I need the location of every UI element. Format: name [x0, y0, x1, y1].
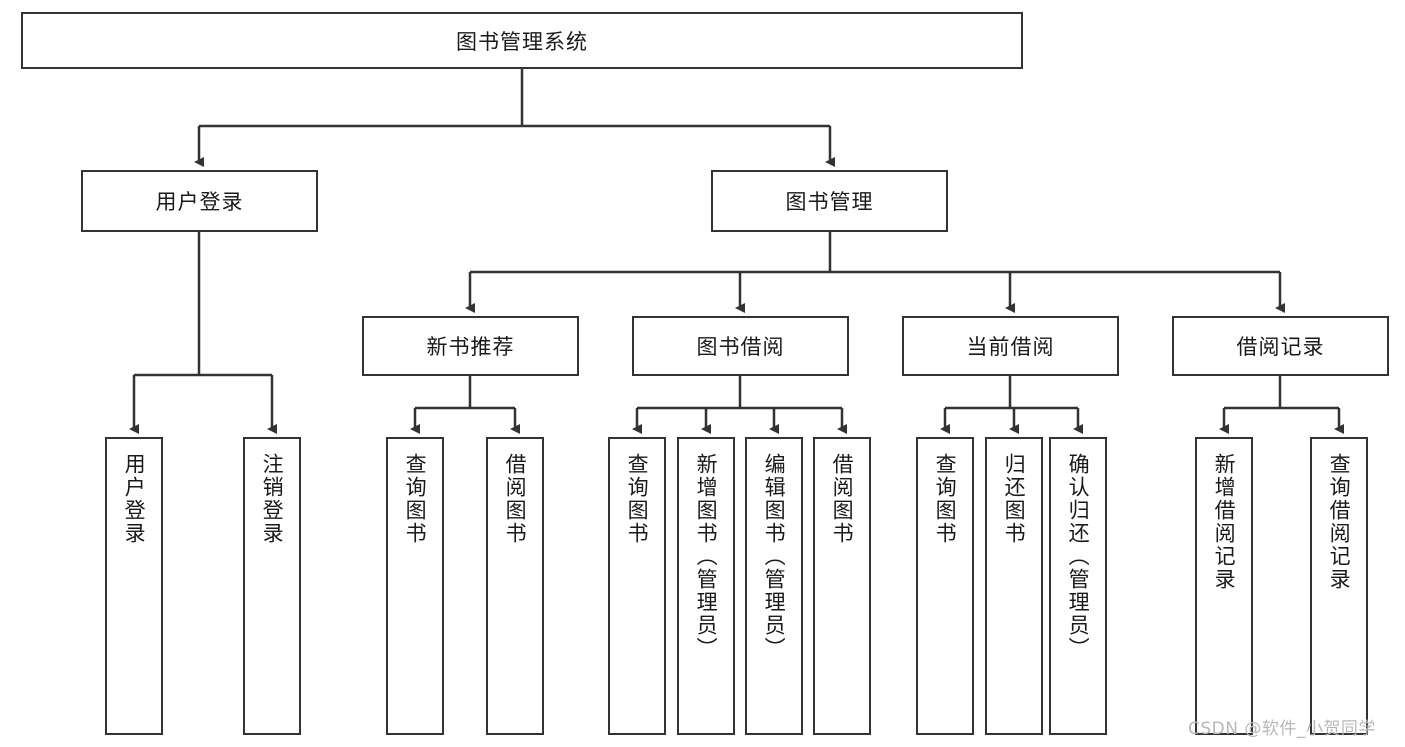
node-leaf-borrow-book-label: 借阅图书 — [830, 453, 855, 545]
node-leaf-confirm-return-label: 确认归还（管理员） — [1066, 453, 1091, 660]
node-user-login-label: 用户登录 — [155, 190, 244, 214]
watermark-text: CSDN @软件_小贺同学 — [1188, 719, 1376, 739]
node-user-login[interactable]: 用户登录 — [81, 170, 318, 232]
node-root[interactable]: 图书管理系统 — [21, 12, 1023, 69]
node-leaf-edit-book[interactable]: 编辑图书（管理员） — [745, 437, 803, 735]
node-leaf-return-book[interactable]: 归还图书 — [985, 437, 1043, 735]
node-leaf-borrow-book-rec[interactable]: 借阅图书 — [486, 437, 544, 735]
node-leaf-user-login-label: 用户登录 — [122, 453, 147, 545]
node-leaf-query-record-label: 查询借阅记录 — [1327, 453, 1352, 591]
node-leaf-user-logout-label: 注销登录 — [260, 453, 285, 545]
node-leaf-query-book-cur-label: 查询图书 — [933, 453, 958, 545]
node-leaf-borrow-book[interactable]: 借阅图书 — [813, 437, 871, 735]
node-leaf-query-book-rec[interactable]: 查询图书 — [386, 437, 444, 735]
node-borrow-record[interactable]: 借阅记录 — [1172, 316, 1389, 376]
node-book-borrow[interactable]: 图书借阅 — [632, 316, 849, 376]
node-book-manage[interactable]: 图书管理 — [711, 170, 948, 232]
node-leaf-query-record[interactable]: 查询借阅记录 — [1310, 437, 1368, 735]
node-leaf-borrow-book-rec-label: 借阅图书 — [503, 453, 528, 545]
node-current-borrow-label: 当前借阅 — [966, 335, 1055, 359]
node-current-borrow[interactable]: 当前借阅 — [902, 316, 1119, 376]
node-leaf-add-record-label: 新增借阅记录 — [1212, 453, 1237, 591]
node-leaf-return-book-label: 归还图书 — [1002, 453, 1027, 545]
node-leaf-query-book-borrow-label: 查询图书 — [625, 453, 650, 545]
node-root-label: 图书管理系统 — [456, 29, 588, 54]
node-leaf-user-login[interactable]: 用户登录 — [105, 437, 163, 735]
node-leaf-query-book-rec-label: 查询图书 — [403, 453, 428, 545]
node-leaf-user-logout[interactable]: 注销登录 — [243, 437, 301, 735]
node-leaf-confirm-return[interactable]: 确认归还（管理员） — [1049, 437, 1107, 735]
node-leaf-add-book[interactable]: 新增图书（管理员） — [677, 437, 735, 735]
node-leaf-query-book-cur[interactable]: 查询图书 — [916, 437, 974, 735]
node-leaf-query-book-borrow[interactable]: 查询图书 — [608, 437, 666, 735]
node-book-borrow-label: 图书借阅 — [696, 335, 785, 359]
node-leaf-edit-book-label: 编辑图书（管理员） — [762, 453, 787, 660]
node-new-book-recommend-label: 新书推荐 — [426, 335, 515, 359]
node-borrow-record-label: 借阅记录 — [1236, 335, 1325, 359]
node-leaf-add-book-label: 新增图书（管理员） — [694, 453, 719, 660]
node-leaf-add-record[interactable]: 新增借阅记录 — [1195, 437, 1253, 735]
node-new-book-recommend[interactable]: 新书推荐 — [362, 316, 579, 376]
node-book-manage-label: 图书管理 — [785, 190, 874, 214]
